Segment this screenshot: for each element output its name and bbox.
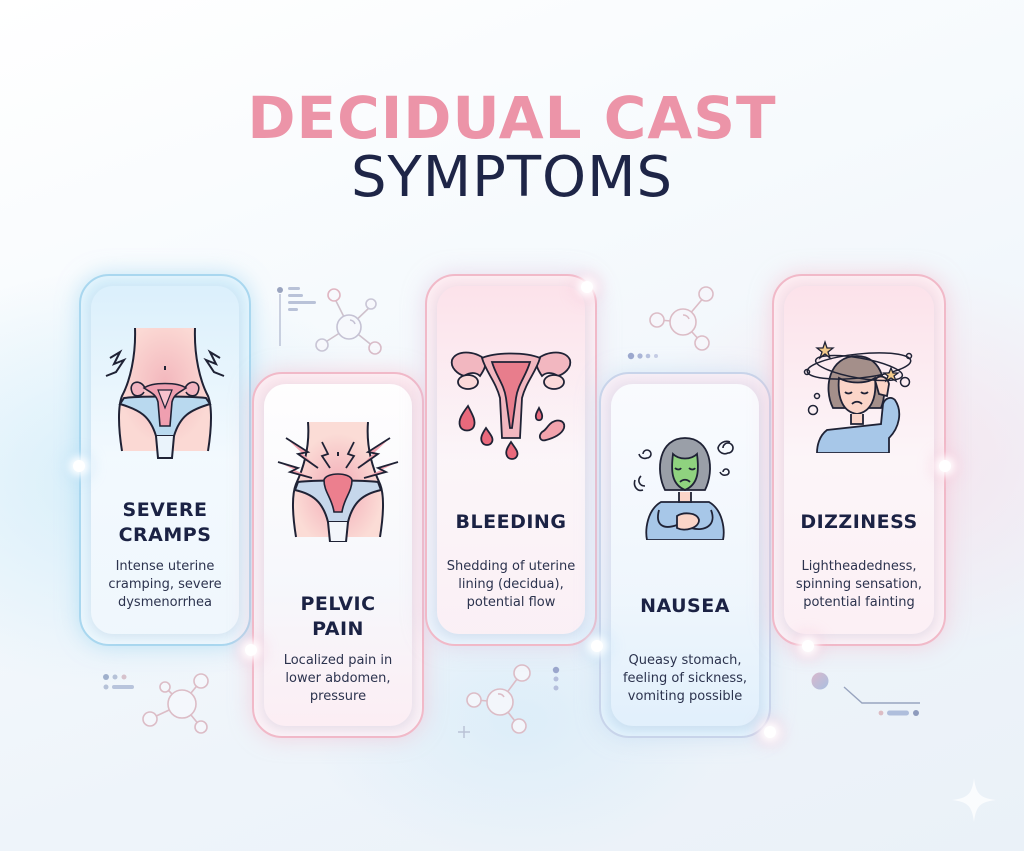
glow-dot [764, 726, 776, 738]
card-nausea: NAUSEA Queasy stomach, feeling of sickne… [599, 372, 771, 738]
glow-dot [939, 460, 951, 472]
card-description: dysmenorrhea [117, 595, 212, 610]
molecule-icon [466, 664, 531, 734]
glow-dot [73, 460, 85, 472]
molecule-icon [142, 673, 209, 734]
card-description: Intense uterine [115, 559, 215, 574]
page-title: DECIDUAL CAST [247, 84, 777, 152]
plus-icon [458, 726, 470, 738]
card-description: vomiting possible [627, 689, 743, 704]
card-dizziness: DIZZINESS Lightheadedness, spinning sens… [772, 274, 946, 646]
dots-icon [552, 666, 560, 691]
glow-dot [591, 640, 603, 652]
card-description: spinning sensation, [795, 577, 923, 592]
card-description: potential fainting [803, 595, 915, 610]
card-description: Queasy stomach, [628, 653, 742, 668]
card-pelvic-pain: PELVIC PAIN Localized pain in lower abdo… [252, 372, 424, 738]
card-title: BLEEDING [455, 511, 567, 533]
card-title: CRAMPS [118, 524, 212, 546]
card-title: DIZZINESS [800, 511, 918, 533]
card-title: PAIN [312, 618, 364, 640]
card-description: Lightheadedness, [801, 559, 917, 574]
card-description: feeling of sickness, [622, 671, 748, 686]
uterus-blood-drops-icon [437, 342, 585, 467]
pelvic-pain-lightning-icon [264, 422, 412, 542]
card-bleeding: BLEEDING Shedding of uterine lining (dec… [425, 274, 597, 646]
page-subtitle: SYMPTOMS [351, 145, 673, 210]
glow-dot [802, 640, 814, 652]
nauseous-woman-icon [611, 430, 759, 540]
dots-icon [627, 352, 658, 360]
circle-line-icon [811, 672, 920, 716]
card-title: PELVIC [300, 593, 376, 615]
molecule-icon [315, 288, 382, 355]
molecule-icon [649, 286, 714, 351]
card-severe-cramps: SEVERE CRAMPS Intense uterine cramping, … [79, 274, 251, 646]
card-description: Shedding of uterine [446, 559, 576, 574]
card-title: NAUSEA [640, 595, 730, 617]
dizzy-woman-stars-icon [784, 338, 934, 453]
card-description: cramping, severe [108, 577, 222, 592]
glow-dot [581, 281, 593, 293]
sparkle-icon [952, 778, 996, 822]
glow-dot [245, 644, 257, 656]
card-description: lining (decidua), [458, 577, 564, 592]
card-description: pressure [309, 689, 367, 704]
dots-icon [103, 674, 134, 690]
card-description: Localized pain in [283, 653, 393, 668]
card-description: potential flow [466, 595, 556, 610]
card-title: SEVERE [122, 499, 208, 521]
card-description: lower abdomen, [285, 671, 391, 686]
pelvis-uterus-cramp-icon [91, 326, 239, 466]
list-lines-icon [277, 287, 316, 346]
